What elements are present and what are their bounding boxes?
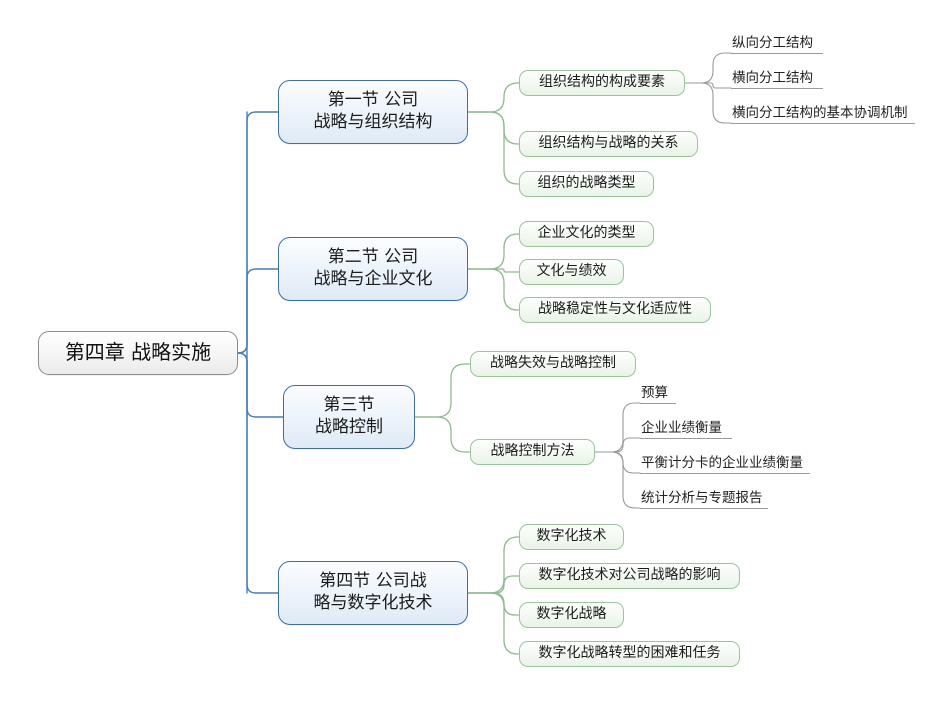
root-node[interactable]: 第四章 战略实施 <box>38 331 238 375</box>
connector-line <box>467 233 520 270</box>
connector-line <box>237 268 279 354</box>
connector-line <box>467 111 520 185</box>
topic-node[interactable]: 战略稳定性与文化适应性 <box>519 297 711 323</box>
leaf-node[interactable]: 企业业绩衡量 <box>640 418 732 439</box>
connector-line <box>594 402 641 453</box>
connector-line <box>237 111 279 354</box>
connector-line <box>467 575 520 594</box>
leaf-node[interactable]: 预算 <box>640 383 676 404</box>
topic-node[interactable]: 数字化技术对公司战略的影响 <box>519 563 740 589</box>
connector-line <box>467 592 520 616</box>
connector-line <box>467 111 520 145</box>
section-node-3[interactable]: 第三节 战略控制 <box>283 385 415 449</box>
connector-line <box>467 268 520 311</box>
topic-node[interactable]: 企业文化的类型 <box>519 221 654 247</box>
topic-node[interactable]: 数字化战略转型的困难和任务 <box>519 641 740 667</box>
section-node-2[interactable]: 第二节 公司 战略与企业文化 <box>278 237 468 301</box>
connector-line <box>684 82 732 89</box>
topic-node[interactable]: 组织结构与战略的关系 <box>519 131 698 157</box>
connector-line <box>594 437 641 453</box>
leaf-node[interactable]: 平衡计分卡的企业业绩衡量 <box>640 453 810 474</box>
connector-line <box>414 416 471 453</box>
connector-line <box>684 82 732 124</box>
topic-node[interactable]: 数字化技术 <box>519 524 624 550</box>
leaf-node[interactable]: 纵向分工结构 <box>731 33 823 54</box>
connector-line <box>684 52 732 84</box>
topic-node[interactable]: 文化与绩效 <box>519 259 624 285</box>
connector-line <box>414 363 471 418</box>
connector-line <box>237 352 279 594</box>
leaf-node[interactable]: 横向分工结构 <box>731 68 823 89</box>
connector-line <box>467 268 520 273</box>
topic-node[interactable]: 组织的战略类型 <box>519 171 654 197</box>
topic-node[interactable]: 战略失效与战略控制 <box>470 351 636 377</box>
leaf-node[interactable]: 统计分析与专题报告 <box>640 488 768 509</box>
topic-node[interactable]: 组织结构的构成要素 <box>519 70 685 96</box>
connector-line <box>467 82 520 113</box>
section-node-1[interactable]: 第一节 公司 战略与组织结构 <box>278 80 468 144</box>
topic-node[interactable]: 数字化战略 <box>519 602 624 628</box>
connector-line <box>594 451 641 474</box>
topic-node[interactable]: 战略控制方法 <box>470 439 595 465</box>
leaf-node[interactable]: 横向分工结构的基本协调机制 <box>731 103 915 124</box>
connector-line <box>467 592 520 655</box>
connector-line <box>467 536 520 594</box>
connector-line <box>237 352 284 418</box>
section-node-4[interactable]: 第四节 公司战 略与数字化技术 <box>278 561 468 625</box>
connector-line <box>594 451 641 509</box>
